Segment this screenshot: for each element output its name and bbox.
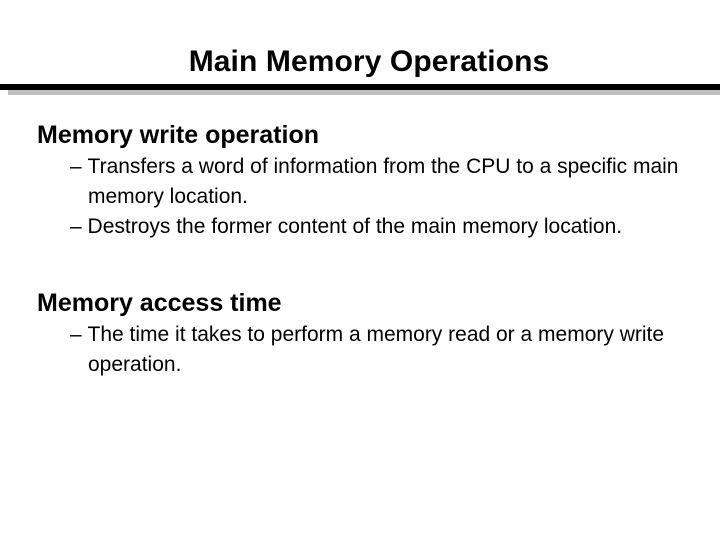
bullet-list-access-time: – The time it takes to perform a memory … (0, 320, 720, 380)
content-block-write-operation: Memory write operation – Transfers a wor… (0, 118, 720, 242)
divider-rule (0, 84, 720, 90)
list-item-text: Destroys the former content of the main … (87, 215, 623, 238)
block-spacer (0, 242, 720, 286)
list-item: – Destroys the former content of the mai… (0, 212, 720, 242)
title-divider (0, 84, 720, 96)
list-item: – The time it takes to perform a memory … (0, 320, 720, 380)
bullet-list-write-operation: – Transfers a word of information from t… (0, 152, 720, 242)
section-heading-memory-access-time: Memory access time (37, 289, 282, 317)
section-heading-memory-write-operation: Memory write operation (37, 121, 319, 149)
dash-bullet-icon: – (70, 323, 82, 346)
list-item-text: Transfers a word of information from the… (87, 155, 679, 208)
list-item-text: The time it takes to perform a memory re… (87, 323, 665, 376)
divider-shadow (8, 90, 720, 95)
slide-body: Memory write operation – Transfers a wor… (0, 118, 720, 380)
list-item: – Transfers a word of information from t… (0, 152, 720, 212)
page-title: Main Memory Operations (188, 45, 550, 78)
content-block-access-time: Memory access time – The time it takes t… (0, 286, 720, 380)
dash-bullet-icon: – (70, 155, 82, 178)
dash-bullet-icon: – (70, 215, 82, 238)
title-zone: Main Memory Operations (0, 44, 720, 84)
